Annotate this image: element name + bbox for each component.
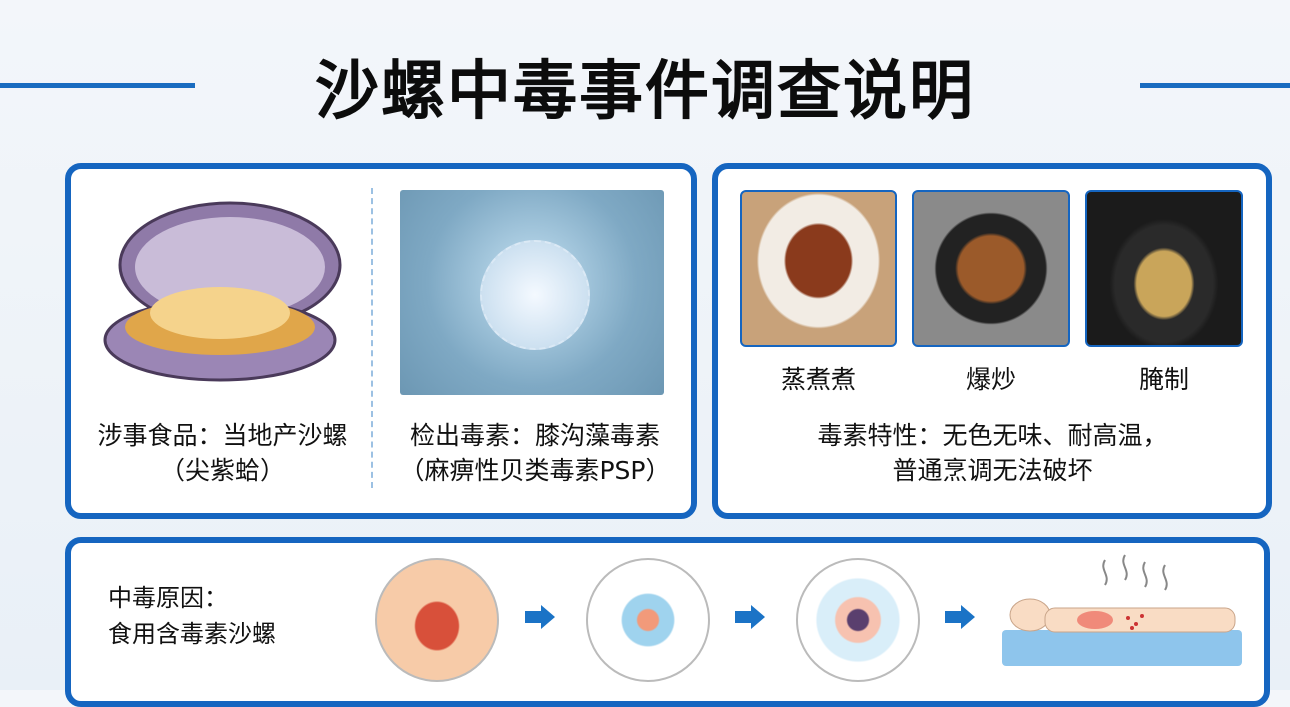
stew-photo	[740, 190, 897, 347]
cause-label: 中毒原因：	[108, 584, 228, 612]
food-species: （尖紫蛤）	[159, 456, 285, 485]
patient-icon	[1002, 554, 1242, 666]
method-pickle: 腌制	[1138, 365, 1189, 394]
pickled-photo	[1085, 190, 1243, 347]
virus-image	[400, 190, 664, 395]
cell-toxin-icon	[796, 558, 920, 682]
arrow-icon	[735, 605, 765, 629]
stirfry-photo	[912, 190, 1070, 347]
clam-illustration	[103, 201, 342, 382]
title-rule-right	[1140, 83, 1290, 88]
method-steam: 蒸煮煮	[780, 365, 856, 394]
food-label: 涉事食品：当地产沙螺	[97, 421, 348, 450]
lungs-icon	[375, 558, 499, 682]
toxin-label: 检出毒素：膝沟藻毒素	[409, 421, 660, 450]
page-title: 沙螺中毒事件调查说明	[315, 55, 975, 129]
panel-divider	[371, 188, 373, 488]
arrow-icon	[945, 605, 975, 629]
toxin-trait: 毒素特性：无色无味、耐高温，	[817, 421, 1168, 450]
method-stirfry: 爆炒	[965, 365, 1016, 394]
toxin-trait-detail: 普通烹调无法破坏	[892, 456, 1093, 485]
cause-text: 食用含毒素沙螺	[108, 620, 276, 648]
arrow-icon	[525, 605, 555, 629]
title-rule-left	[0, 83, 195, 88]
toxin-type: （麻痹性贝类毒素PSP）	[399, 456, 671, 485]
nerve-cell-icon	[586, 558, 710, 682]
